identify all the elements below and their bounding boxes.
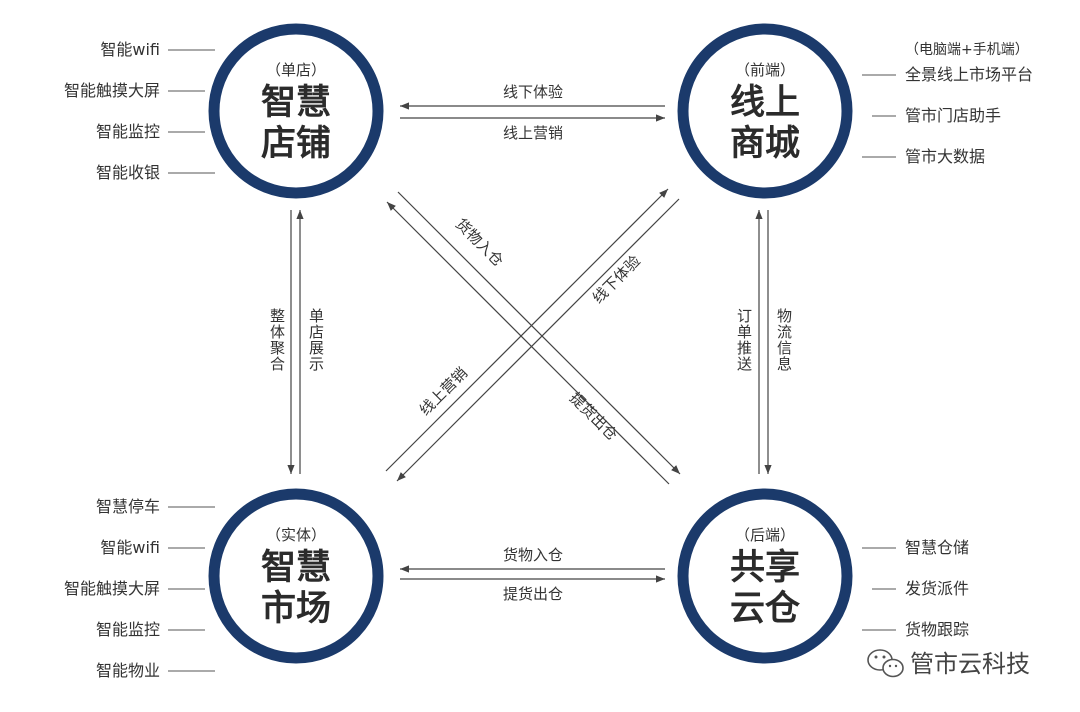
node-circle	[208, 23, 384, 199]
edge-label-left-down: 单店展示	[307, 308, 325, 372]
arrow-diag-a-to-topleft	[386, 201, 670, 485]
node-circle	[677, 23, 853, 199]
smart-store-features: 智能wifi 智能触摸大屏 智能监控 智能收银	[64, 40, 215, 182]
feature-label: 全景线上市场平台	[905, 65, 1033, 84]
arrow-diag-a-to-bottomright	[397, 191, 681, 475]
feature-label: 智能wifi	[100, 40, 160, 59]
node-circle	[208, 488, 384, 664]
node-online-mall: （前端） 线上 商城	[677, 23, 853, 199]
feature-label: 智能收银	[96, 163, 160, 182]
arrow-diag-b-to-bottomleft	[396, 198, 680, 482]
online-mall-feature-header: （电脑端+手机端）	[905, 42, 1029, 58]
feature-label: 管市大数据	[905, 147, 985, 166]
feature-label: 智能触摸大屏	[64, 579, 160, 598]
node-smart-market: （实体） 智慧 市场	[208, 488, 384, 664]
feature-label: 智慧停车	[96, 497, 160, 516]
node-circle	[677, 488, 853, 664]
node-tag: （单店）	[266, 61, 326, 79]
node-title-line1: 线上	[730, 83, 800, 123]
node-title-line1: 智慧	[261, 548, 331, 588]
node-title-line2: 市场	[261, 589, 331, 629]
edge-label-top-to-left: 线下体验	[503, 83, 563, 101]
feature-label: 智能监控	[96, 620, 160, 639]
wechat-icon	[867, 649, 904, 678]
node-smart-store: （单店） 智慧 店铺	[208, 23, 384, 199]
node-title-line1: 共享	[730, 548, 800, 588]
arrow-diag-b-to-topright	[385, 188, 669, 472]
watermark-text: 管市云科技	[910, 650, 1030, 678]
feature-label: 智慧仓储	[905, 538, 969, 557]
edge-label-top-to-right: 线上营销	[503, 124, 563, 142]
edge-label-left-up: 整体聚合	[268, 308, 286, 372]
online-mall-features: （电脑端+手机端） 全景线上市场平台 管市门店助手 管市大数据	[862, 42, 1033, 166]
node-title-line2: 云仓	[730, 589, 801, 629]
feature-label: 智能监控	[96, 122, 160, 141]
shared-warehouse-features: 智慧仓储 发货派件 货物跟踪	[862, 538, 969, 639]
edge-label-diag-a-lower: 提货出仓	[566, 389, 621, 444]
node-tag: （后端）	[735, 526, 795, 544]
feature-label: 发货派件	[905, 579, 969, 598]
feature-label: 智能wifi	[100, 538, 160, 557]
edge-label-bottom-to-right: 货物入仓	[503, 546, 563, 564]
node-title-line2: 店铺	[261, 124, 331, 164]
node-title-line2: 商城	[730, 124, 800, 164]
watermark: 管市云科技	[867, 649, 1030, 678]
node-shared-warehouse: （后端） 共享 云仓	[677, 488, 853, 664]
edge-label-right-up: 物流信息	[775, 308, 793, 372]
feature-label: 智能物业	[96, 661, 160, 680]
edge-label-diag-a-upper: 货物入仓	[452, 215, 507, 270]
node-tag: （前端）	[735, 61, 795, 79]
smart-market-features: 智慧停车 智能wifi 智能触摸大屏 智能监控 智能物业	[64, 497, 215, 680]
feature-label: 管市门店助手	[905, 106, 1001, 125]
node-tag: （实体）	[266, 526, 326, 544]
edge-label-right-down: 订单推送	[735, 308, 753, 372]
feature-label: 智能触摸大屏	[64, 81, 160, 100]
edge-label-diag-b-lower: 线上营销	[416, 364, 471, 419]
feature-label: 货物跟踪	[905, 620, 969, 639]
node-title-line1: 智慧	[261, 83, 331, 123]
edge-label-bottom-to-left: 提货出仓	[503, 585, 563, 603]
